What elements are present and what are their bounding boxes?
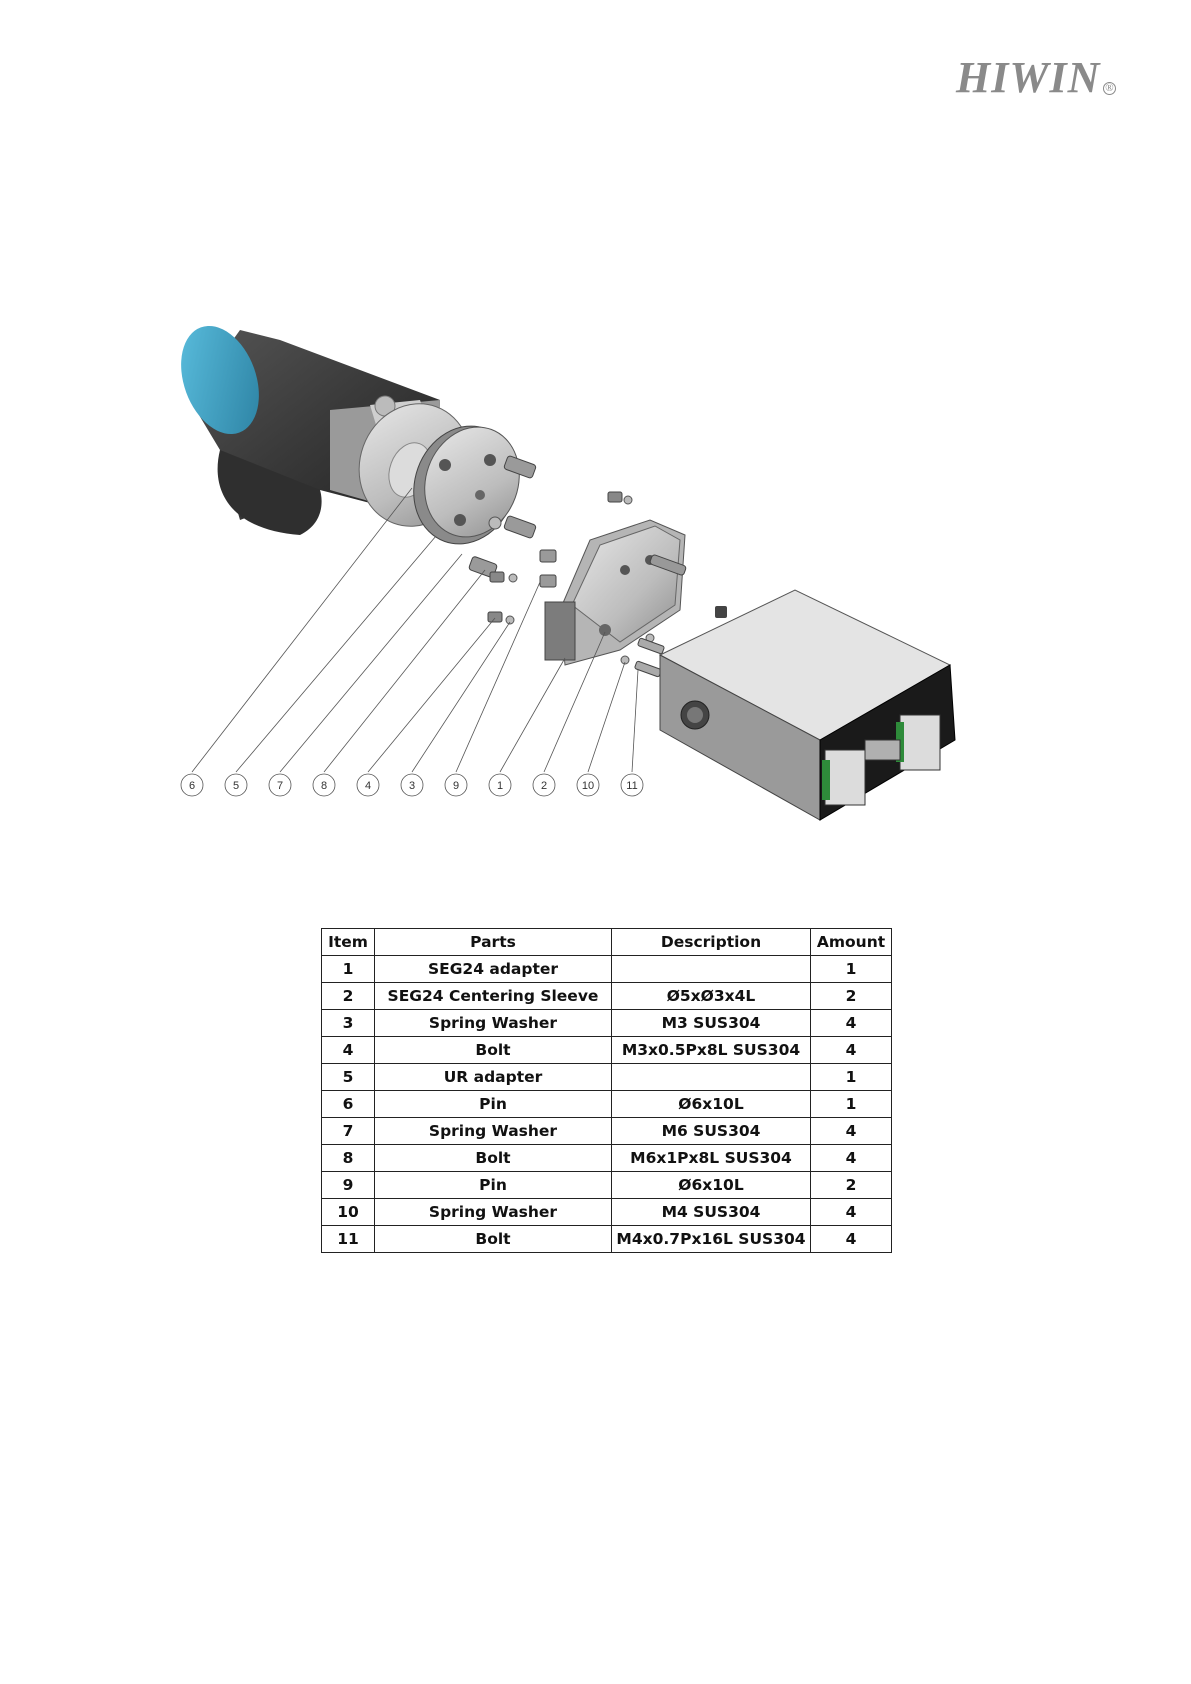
- svg-text:5: 5: [233, 780, 239, 792]
- cell-description: [611, 955, 811, 983]
- svg-text:9: 9: [453, 780, 459, 792]
- registered-mark: ®: [1103, 82, 1117, 95]
- table-row: 9 Pin Ø6x10L 2: [321, 1171, 892, 1199]
- cell-item: 1: [321, 955, 375, 983]
- svg-text:7: 7: [277, 780, 283, 792]
- table-row: 11 Bolt M4x0.7Px16L SUS304 4: [321, 1225, 892, 1253]
- hiwin-logo: HIWIN ®: [956, 52, 1117, 103]
- cell-item: 2: [321, 982, 375, 1010]
- header-description: Description: [611, 928, 811, 956]
- table-row: 1 SEG24 adapter 1: [321, 955, 892, 983]
- svg-text:10: 10: [582, 780, 594, 792]
- callout-row: 6 5 7 8 4 3 9: [180, 773, 644, 797]
- table-row: 8 Bolt M6x1Px8L SUS304 4: [321, 1144, 892, 1172]
- seg24-adapter-plate: [544, 519, 687, 666]
- callout-11: 11: [620, 773, 644, 797]
- header-item: Item: [321, 928, 375, 956]
- cell-item: 10: [321, 1198, 375, 1226]
- table-row: 7 Spring Washer M6 SUS304 4: [321, 1117, 892, 1145]
- logo-text: HIWIN: [956, 53, 1101, 102]
- callout-8: 8: [312, 773, 336, 797]
- header-amount: Amount: [810, 928, 892, 956]
- cell-amount: 1: [810, 1090, 892, 1118]
- table-row: 5 UR adapter 1: [321, 1063, 892, 1091]
- cell-description: Ø5xØ3x4L: [611, 982, 811, 1010]
- cell-amount: 4: [810, 1117, 892, 1145]
- cell-amount: 2: [810, 982, 892, 1010]
- cell-part: Spring Washer: [374, 1117, 612, 1145]
- svg-text:2: 2: [541, 780, 547, 792]
- callout-9: 9: [444, 773, 468, 797]
- cell-description: M3 SUS304: [611, 1009, 811, 1037]
- cell-amount: 4: [810, 1198, 892, 1226]
- cell-part: Pin: [374, 1171, 612, 1199]
- gripper-unit: [658, 589, 956, 821]
- cell-description: M6 SUS304: [611, 1117, 811, 1145]
- cell-amount: 4: [810, 1144, 892, 1172]
- cell-item: 5: [321, 1063, 375, 1091]
- callout-10: 10: [576, 773, 600, 797]
- table-header-row: Item Parts Description Amount: [321, 928, 892, 956]
- table-row: 3 Spring Washer M3 SUS304 4: [321, 1009, 892, 1037]
- svg-text:4: 4: [365, 780, 371, 792]
- cell-part: SEG24 adapter: [374, 955, 612, 983]
- svg-text:6: 6: [189, 780, 195, 792]
- cell-part: Bolt: [374, 1144, 612, 1172]
- cell-part: Bolt: [374, 1225, 612, 1253]
- callout-6: 6: [180, 773, 204, 797]
- cell-part: Spring Washer: [374, 1009, 612, 1037]
- svg-text:1: 1: [497, 780, 503, 792]
- cell-description: M4 SUS304: [611, 1198, 811, 1226]
- ur-adapter-plate: [413, 425, 520, 545]
- cell-amount: 4: [810, 1225, 892, 1253]
- callout-2: 2: [532, 773, 556, 797]
- cell-amount: 1: [810, 955, 892, 983]
- cell-part: Spring Washer: [374, 1198, 612, 1226]
- cell-part: Bolt: [374, 1036, 612, 1064]
- fasteners-group-a: [468, 455, 633, 625]
- cell-item: 3: [321, 1009, 375, 1037]
- table-row: 10 Spring Washer M4 SUS304 4: [321, 1198, 892, 1226]
- cell-amount: 4: [810, 1036, 892, 1064]
- cell-item: 6: [321, 1090, 375, 1118]
- svg-text:8: 8: [321, 780, 327, 792]
- cell-amount: 4: [810, 1009, 892, 1037]
- callout-3: 3: [400, 773, 424, 797]
- exploded-assembly-diagram: 6 5 7 8 4 3 9: [180, 320, 1040, 880]
- cell-item: 11: [321, 1225, 375, 1253]
- cell-description: Ø6x10L: [611, 1090, 811, 1118]
- callout-5: 5: [224, 773, 248, 797]
- cell-amount: 2: [810, 1171, 892, 1199]
- callout-7: 7: [268, 773, 292, 797]
- svg-text:3: 3: [409, 780, 415, 792]
- cell-item: 7: [321, 1117, 375, 1145]
- cell-description: M6x1Px8L SUS304: [611, 1144, 811, 1172]
- cell-description: M4x0.7Px16L SUS304: [611, 1225, 811, 1253]
- table-row: 6 Pin Ø6x10L 1: [321, 1090, 892, 1118]
- cell-description: [611, 1063, 811, 1091]
- cell-part: Pin: [374, 1090, 612, 1118]
- leader-lines: [191, 487, 639, 773]
- cell-part: UR adapter: [374, 1063, 612, 1091]
- cell-item: 9: [321, 1171, 375, 1199]
- cell-item: 8: [321, 1144, 375, 1172]
- cell-description: Ø6x10L: [611, 1171, 811, 1199]
- table-row: 4 Bolt M3x0.5Px8L SUS304 4: [321, 1036, 892, 1064]
- table-row: 2 SEG24 Centering Sleeve Ø5xØ3x4L 2: [321, 982, 892, 1010]
- cell-part: SEG24 Centering Sleeve: [374, 982, 612, 1010]
- parts-table: Item Parts Description Amount 1 SEG24 ad…: [321, 928, 892, 1253]
- cell-description: M3x0.5Px8L SUS304: [611, 1036, 811, 1064]
- callout-4: 4: [356, 773, 380, 797]
- svg-text:11: 11: [626, 780, 637, 792]
- header-parts: Parts: [374, 928, 612, 956]
- cell-item: 4: [321, 1036, 375, 1064]
- callout-1: 1: [488, 773, 512, 797]
- cell-amount: 1: [810, 1063, 892, 1091]
